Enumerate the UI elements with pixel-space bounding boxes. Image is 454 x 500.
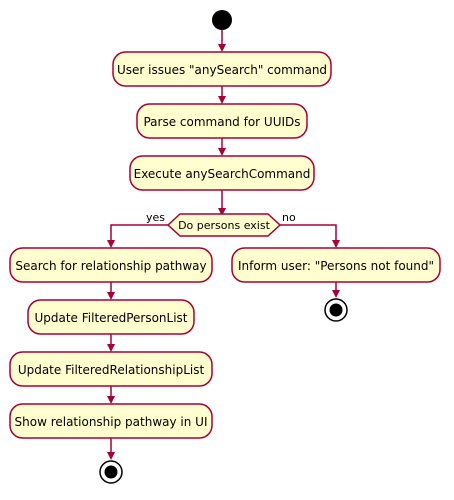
end-node-yes-branch <box>99 460 123 484</box>
activity-update-person-list: Update FilteredPersonList <box>27 299 195 335</box>
activity-label: Update FilteredRelationshipList <box>18 363 205 377</box>
activity-inform-user: Inform user: "Persons not found" <box>231 247 441 283</box>
activity-label: Parse command for UUIDs <box>143 115 300 129</box>
activity-label: User issues "anySearch" command <box>117 63 327 77</box>
activity-update-relationship-list: Update FilteredRelationshipList <box>9 351 213 387</box>
activity-label: Show relationship pathway in UI <box>15 415 208 429</box>
branch-yes-label: yes <box>146 211 165 224</box>
start-node <box>212 10 232 30</box>
activity-label: Inform user: "Persons not found" <box>238 259 434 273</box>
activity-label: Search for relationship pathway <box>15 259 206 273</box>
activity-label: Update FilteredPersonList <box>34 311 187 325</box>
activity-label: Execute anySearchCommand <box>134 167 311 181</box>
activity-user-issues-command: User issues "anySearch" command <box>112 51 332 87</box>
activity-search-pathway: Search for relationship pathway <box>9 247 213 283</box>
activity-show-pathway: Show relationship pathway in UI <box>9 403 213 439</box>
activity-parse-command: Parse command for UUIDs <box>136 103 308 139</box>
branch-no-label: no <box>282 211 296 224</box>
activity-execute-command: Execute anySearchCommand <box>129 155 315 191</box>
decision-persons-exist: Do persons exist <box>166 213 282 237</box>
flow-connectors <box>107 30 340 460</box>
end-node-no-branch <box>324 298 348 322</box>
decision-label: Do persons exist <box>178 219 271 232</box>
